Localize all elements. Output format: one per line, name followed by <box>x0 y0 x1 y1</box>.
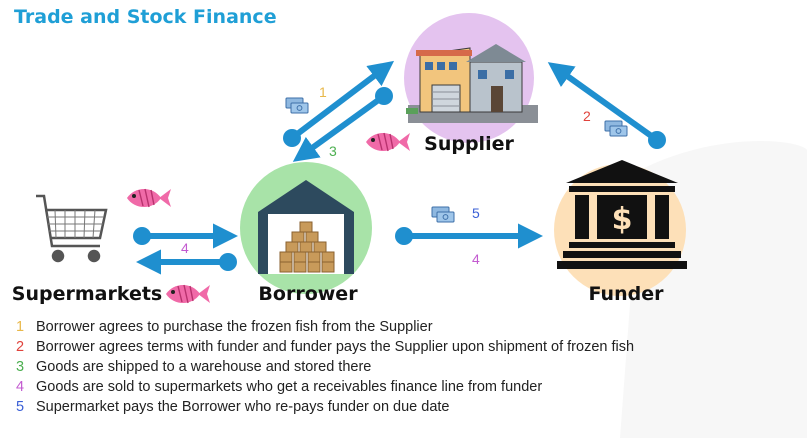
arrow-number: 2 <box>583 108 591 124</box>
legend-item: 1 Borrower agrees to purchase the frozen … <box>16 317 634 337</box>
funder-label: Funder <box>589 283 665 305</box>
legend-text: Goods are sold to supermarkets who get a… <box>36 379 543 395</box>
legend-number: 3 <box>16 359 25 375</box>
arrow-number: 4 <box>181 240 189 256</box>
supermarkets-label: Supermarkets <box>12 283 162 305</box>
legend-item: 4 Goods are sold to supermarkets who get … <box>16 377 634 397</box>
legend-text: Borrower agrees to purchase the frozen f… <box>36 319 433 335</box>
legend-text: Borrower agrees terms with funder and fu… <box>36 339 635 355</box>
shopping-cart-icon <box>36 194 108 263</box>
arrow-supplier-to-borrower <box>292 87 393 162</box>
funder-dollar-icon: $ <box>612 202 633 237</box>
arrow-number: 1 <box>319 84 327 100</box>
fish-icon <box>126 188 172 208</box>
legend-number: 2 <box>16 339 25 355</box>
legend-text: Supermarket pays the Borrower who re-pay… <box>36 399 450 415</box>
fish-icon <box>365 132 411 152</box>
borrower-node <box>240 162 372 294</box>
legend-item: 2 Borrower agrees terms with funder and f… <box>16 337 634 357</box>
borrower-label: Borrower <box>258 283 358 305</box>
arrow-borrower-to-funder <box>395 223 544 249</box>
legend: 1 Borrower agrees to purchase the frozen … <box>16 317 634 417</box>
legend-number: 4 <box>16 379 25 395</box>
legend-text: Goods are shipped to a warehouse and sto… <box>36 359 372 375</box>
funder-node <box>554 160 687 296</box>
arrow-supermarket-to-borrower <box>133 223 239 249</box>
cash-icon <box>431 206 455 223</box>
arrow-number: 5 <box>472 205 480 221</box>
arrow-funder-to-supplier <box>547 62 666 149</box>
page-title: Trade and Stock Finance <box>14 6 277 28</box>
arrow-borrower-to-supermarket <box>135 249 237 275</box>
cash-icon <box>604 120 628 137</box>
legend-number: 5 <box>16 399 25 415</box>
legend-number: 1 <box>16 319 25 335</box>
arrow-number: 4 <box>472 251 480 267</box>
supplier-label: Supplier <box>424 133 514 155</box>
supplier-node <box>404 13 538 143</box>
legend-item: 5 Supermarket pays the Borrower who re-pa… <box>16 397 634 417</box>
arrow-number: 3 <box>329 143 337 159</box>
cash-icon <box>285 97 309 114</box>
legend-item: 3 Goods are shipped to a warehouse and st… <box>16 357 634 377</box>
fish-icon <box>165 284 211 304</box>
